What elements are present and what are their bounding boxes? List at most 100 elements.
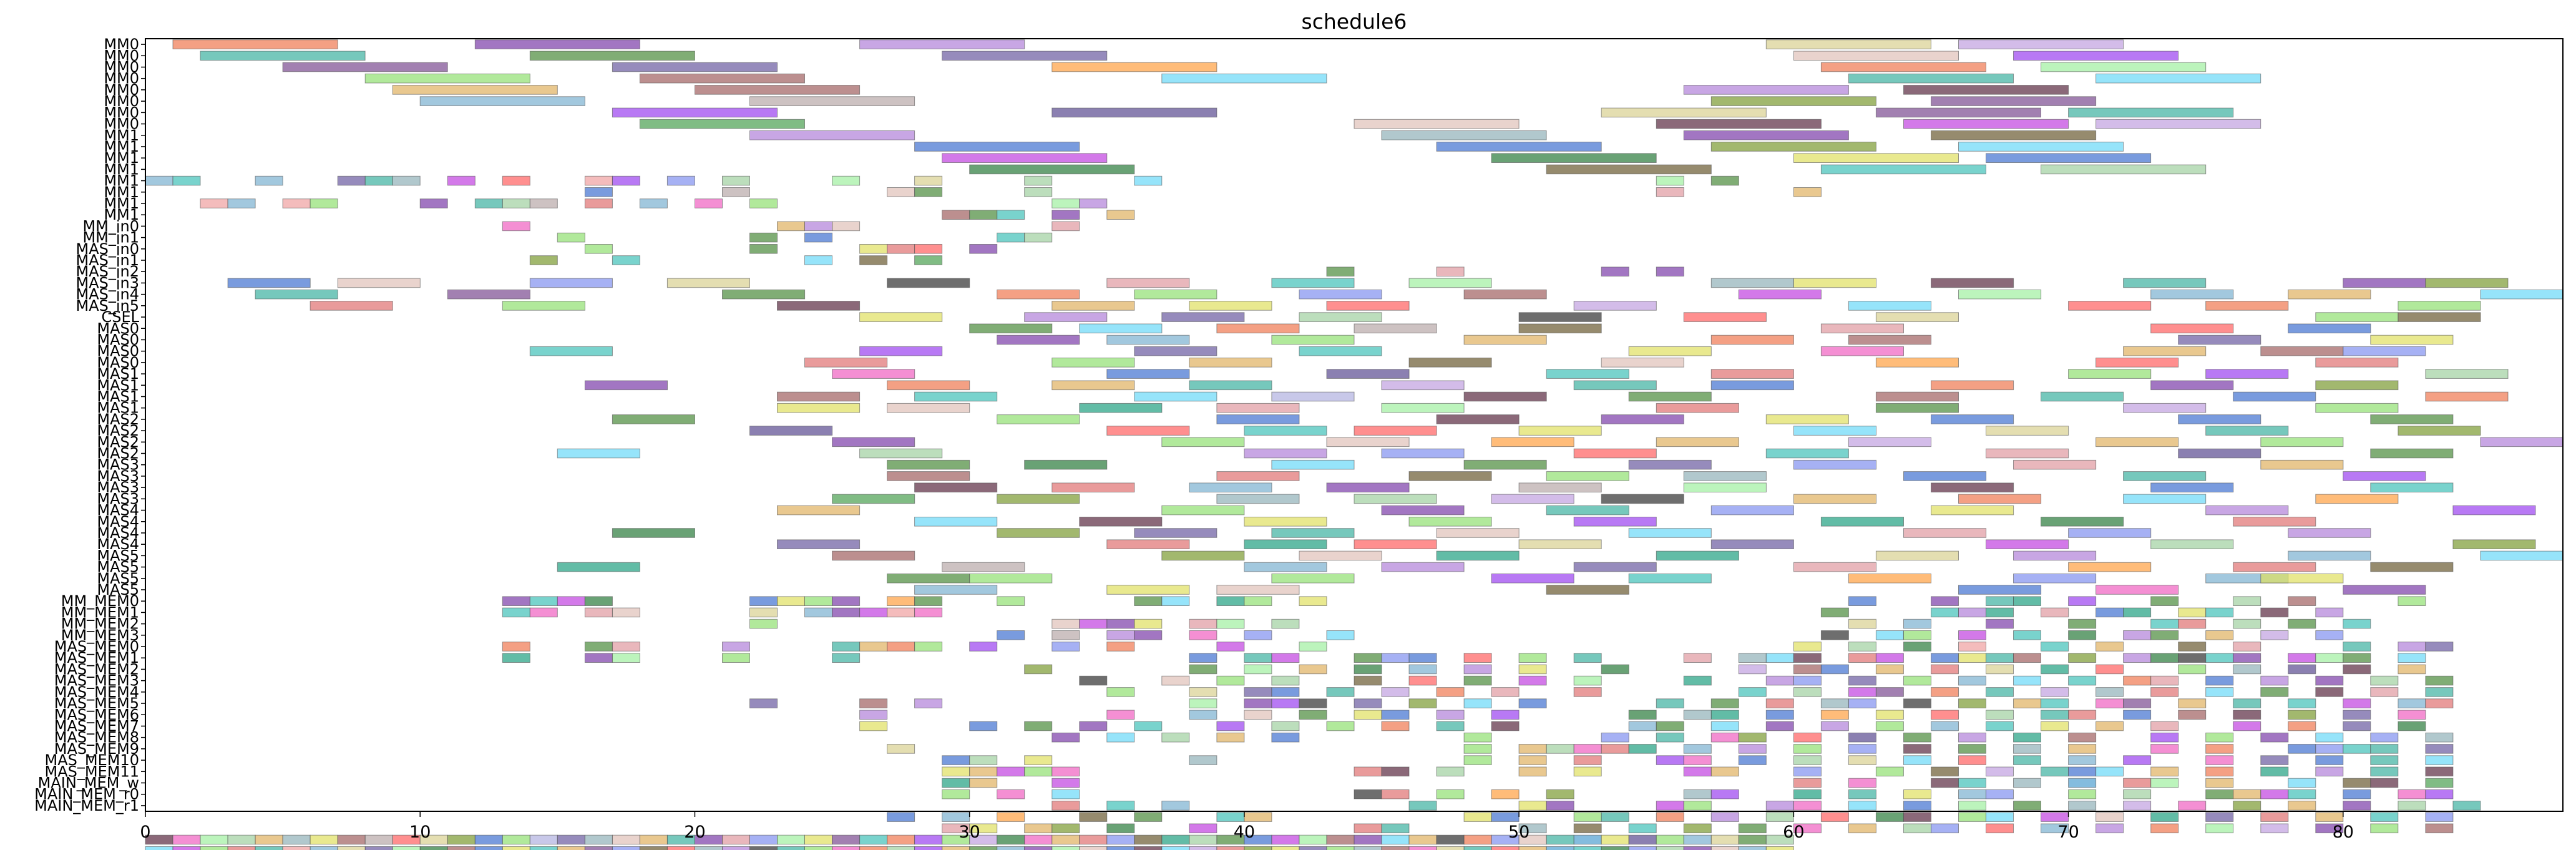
- task-bar: [2233, 618, 2261, 629]
- y-tick-label: MAS_in4: [76, 286, 139, 303]
- task-bar: [1656, 846, 1684, 850]
- task-bar: [1051, 107, 1217, 118]
- task-bar: [1106, 539, 1190, 550]
- task-bar: [1134, 346, 1217, 356]
- task-bar: [1271, 618, 1300, 629]
- task-bar: [1683, 846, 1712, 850]
- task-bar: [2123, 346, 2207, 356]
- task-bar: [529, 596, 558, 607]
- task-bar: [2260, 574, 2344, 584]
- task-bar: [502, 301, 585, 311]
- task-bar: [997, 766, 1025, 777]
- task-bar: [2068, 528, 2152, 538]
- task-bar: [2288, 721, 2316, 731]
- x-tick-label: 30: [959, 823, 980, 842]
- task-bar: [1354, 698, 1382, 708]
- task-bar: [969, 323, 1053, 334]
- task-bar: [1931, 653, 1959, 663]
- task-bar: [2480, 550, 2564, 561]
- task-bar: [832, 437, 915, 447]
- task-bar: [777, 301, 861, 311]
- task-bar: [832, 607, 861, 618]
- task-bar: [1216, 642, 1245, 652]
- task-bar: [1986, 653, 2014, 663]
- y-tick-label: MAS_in1: [76, 252, 139, 269]
- task-bar: [1656, 698, 1684, 708]
- task-bar: [1573, 380, 1657, 391]
- task-bar: [2370, 812, 2399, 822]
- task-bar: [1381, 789, 1410, 799]
- task-bar: [2425, 766, 2454, 777]
- task-bar: [282, 62, 448, 72]
- task-bar: [1958, 585, 2042, 595]
- task-bar: [1299, 846, 1327, 850]
- task-bar: [2370, 744, 2399, 754]
- task-bar: [2123, 778, 2152, 788]
- task-bar: [666, 175, 695, 186]
- task-bar: [255, 834, 283, 845]
- task-bar: [1463, 755, 1492, 765]
- task-bar: [2095, 607, 2124, 618]
- task-bar: [2425, 687, 2454, 697]
- task-bar: [419, 96, 585, 106]
- task-bar: [1820, 62, 1986, 72]
- task-bar: [557, 562, 640, 572]
- task-bar: [1051, 221, 1080, 232]
- task-bar: [2315, 312, 2399, 322]
- task-bar: [2095, 812, 2124, 822]
- task-bar: [1903, 812, 1931, 822]
- task-bar: [1986, 618, 2014, 629]
- task-bar: [1986, 539, 2069, 550]
- task-bar: [1573, 766, 1602, 777]
- task-bar: [1381, 766, 1410, 777]
- task-bar: [859, 710, 888, 720]
- task-bar: [1326, 301, 1410, 311]
- task-bar: [1683, 801, 1712, 811]
- task-bar: [2150, 675, 2179, 686]
- task-bar: [1875, 687, 1904, 697]
- task-bar: [172, 39, 338, 49]
- task-bar: [1931, 380, 2014, 391]
- task-bar: [832, 596, 861, 607]
- task-bar: [2260, 459, 2344, 470]
- task-bar: [2095, 687, 2124, 697]
- task-bar: [1820, 721, 1849, 731]
- task-bar: [1573, 823, 1602, 834]
- task-bar: [997, 232, 1025, 243]
- task-bar: [1354, 653, 1382, 663]
- task-bar: [2315, 823, 2344, 834]
- task-bar: [1710, 142, 1876, 152]
- task-bar: [1986, 710, 2014, 720]
- task-bar: [1408, 358, 1492, 368]
- task-bar: [749, 198, 778, 208]
- task-bar: [749, 846, 778, 850]
- task-bar: [2370, 732, 2399, 743]
- task-bar: [1793, 823, 1822, 834]
- task-bar: [1820, 630, 1849, 640]
- task-bar: [1216, 596, 1245, 607]
- task-bar: [2068, 778, 2097, 788]
- task-bar: [2315, 744, 2344, 754]
- task-bar: [969, 755, 998, 765]
- task-bar: [2013, 778, 2041, 788]
- task-bar: [1875, 107, 2041, 118]
- task-bar: [722, 175, 750, 186]
- task-bar: [392, 85, 558, 95]
- task-bar: [1161, 505, 1245, 515]
- task-bar: [1518, 698, 1547, 708]
- task-bar: [1903, 823, 1931, 834]
- task-bar: [914, 142, 1080, 152]
- task-bar: [2288, 778, 2316, 788]
- task-bar: [1793, 642, 1822, 652]
- task-bar: [2068, 789, 2097, 799]
- task-bar: [859, 698, 888, 708]
- plot-frame: [145, 38, 2564, 812]
- task-bar: [2178, 642, 2207, 652]
- x-tick-label: 50: [1508, 823, 1530, 842]
- task-bar: [2205, 744, 2234, 754]
- task-bar: [695, 846, 723, 850]
- task-bar: [1518, 846, 1547, 850]
- task-bar: [2370, 675, 2399, 686]
- task-bar: [1436, 550, 1520, 561]
- task-bar: [1958, 744, 1986, 754]
